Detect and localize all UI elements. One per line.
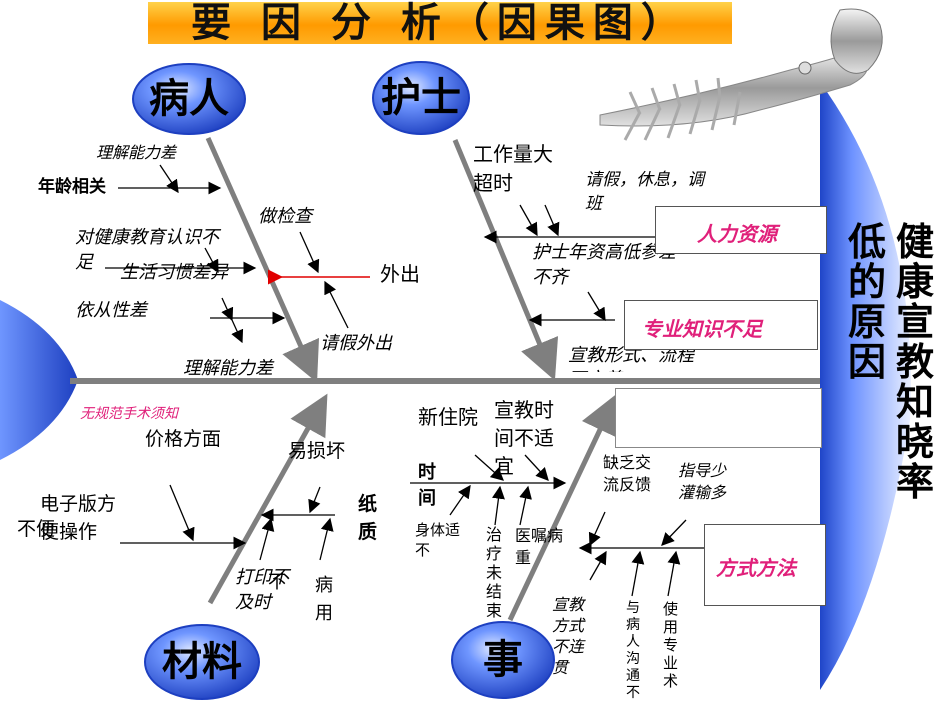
knowledge-box bbox=[624, 300, 818, 350]
bone-material bbox=[207, 393, 328, 605]
cause-not-continuous: 宣教方式不连贯 bbox=[552, 595, 585, 677]
cause-leave-rest: 请假，休息，调班 bbox=[585, 170, 704, 214]
empty-box bbox=[615, 388, 822, 448]
cause-doctor-heavy: 医嘱病重 bbox=[515, 526, 564, 567]
cause-not-label: 不 bbox=[268, 572, 286, 593]
cause-timing: 宣教时间不适宜 bbox=[494, 398, 554, 478]
manpower-box bbox=[655, 206, 827, 254]
category-nurse-ellipse bbox=[372, 61, 470, 135]
bone-patient bbox=[205, 136, 320, 383]
category-patient: 病人 bbox=[149, 76, 229, 122]
cause-physical: 身体适不 bbox=[415, 521, 461, 559]
cause-health-awareness: 对健康教育认识不足 bbox=[75, 227, 219, 273]
cause-overtime: 超时 bbox=[473, 171, 513, 195]
cause-compliance: 依从性差 bbox=[75, 300, 147, 321]
category-material-ellipse bbox=[144, 624, 260, 700]
cause-understanding-1: 理解能力差 bbox=[96, 143, 177, 162]
fish-tail bbox=[0, 300, 78, 460]
cause-price: 价格方面 bbox=[145, 428, 222, 450]
cause-leave: 请假外出 bbox=[320, 333, 392, 354]
cause-guide-less: 指导少灌输多 bbox=[678, 461, 727, 502]
method-box bbox=[704, 524, 826, 606]
cause-age-related: 年龄相关 bbox=[38, 177, 106, 197]
page-title: 要 因 分 析（因果图） bbox=[191, 0, 689, 46]
fish-head bbox=[820, 82, 911, 690]
cause-seniority: 护士年资高低参差不齐 bbox=[532, 242, 676, 288]
cause-paper: 纸质 bbox=[358, 493, 378, 543]
category-patient-ellipse bbox=[132, 63, 246, 135]
fishbone-ornament-icon bbox=[599, 8, 883, 141]
cause-treatment: 治疗未结束 bbox=[486, 525, 503, 620]
cause-manpower: 人力资源 bbox=[697, 222, 777, 246]
category-nurse: 护士 bbox=[381, 75, 461, 121]
category-matter: 事 bbox=[483, 637, 523, 683]
cause-knowledge: 专业知识不足 bbox=[642, 317, 762, 341]
cause-process: 宣教形式、流程不完善 bbox=[568, 345, 694, 372]
cause-use-label: 病用 bbox=[315, 575, 333, 624]
cause-no-guidance: 无规范手术须知 bbox=[80, 406, 178, 422]
cause-electronic: 电子版方便操作 bbox=[40, 493, 117, 543]
cause-exam: 做检查 bbox=[258, 206, 312, 227]
cause-method: 方式方法 bbox=[716, 556, 796, 580]
cause-print-label: 打印不 bbox=[235, 567, 289, 588]
category-material: 材料 bbox=[162, 639, 242, 685]
cause-understanding-2: 理解能力差 bbox=[183, 358, 273, 379]
cause-new-admit: 新住院 bbox=[418, 405, 478, 429]
cause-timely-label: 及时 bbox=[235, 592, 271, 613]
bone-nurse bbox=[452, 139, 559, 381]
cause-terminology: 使用专业术 bbox=[663, 600, 679, 690]
cause-time-label: 时间 bbox=[418, 462, 436, 509]
cause-communicate: 与病人沟通不 bbox=[626, 600, 640, 701]
cause-fragile: 易损坏 bbox=[288, 440, 346, 462]
cause-workload: 工作量大 bbox=[473, 142, 553, 166]
title-banner bbox=[148, 2, 732, 44]
effect-text-1: 低的原因 bbox=[848, 220, 887, 384]
effect-text-2: 健康宣教知晓率 bbox=[896, 220, 935, 504]
cause-lifestyle: 生活习惯差异 bbox=[120, 262, 228, 283]
cause-inconvenient: 不便 bbox=[17, 518, 56, 540]
cause-out: 外出 bbox=[380, 262, 420, 286]
cause-lack-feedback: 缺乏交流反馈 bbox=[603, 453, 652, 494]
bone-matter bbox=[507, 393, 619, 622]
category-matter-ellipse bbox=[451, 621, 555, 699]
